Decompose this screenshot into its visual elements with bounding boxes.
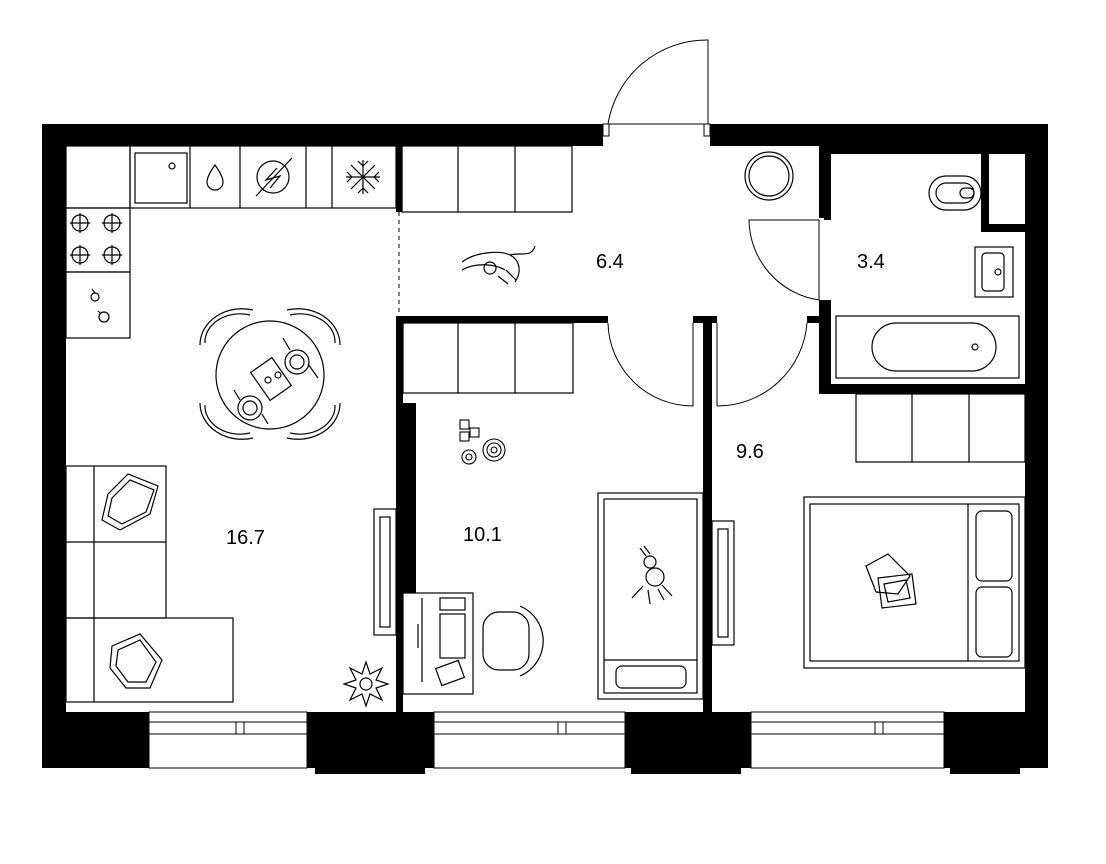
snowflake-icon [346,160,380,194]
child-radiator [711,520,735,646]
area-label-bedroom: 9.6 [736,441,764,463]
child-wardrobe [402,322,574,394]
bathtub [835,315,1020,379]
cat-icon [461,245,536,285]
area-label-bathroom: 3.4 [857,251,885,273]
stove-icon [70,213,122,265]
area-label-kitchen-living: 16.7 [226,527,265,549]
plant-icon [342,660,390,708]
teddy-icon [631,545,673,605]
bathroom-sink [974,246,1014,298]
sofa [65,465,234,703]
walls [42,124,1048,774]
child-bed [597,492,704,700]
toilet [928,175,982,211]
doors [602,39,820,407]
radiator [373,508,397,636]
toys-icon [459,419,506,465]
lightning-icon [255,157,293,197]
water-drop-icon [206,163,224,191]
area-label-hallway: 6.4 [596,251,624,273]
area-label-children-room: 10.1 [463,524,502,546]
kitchen-counter [65,145,397,339]
desk [402,592,474,695]
hall-wardrobe [401,145,573,213]
chair [482,605,544,677]
bedroom-wardrobe [855,393,1026,463]
windows [148,711,945,769]
kettle-icon [90,288,110,323]
hall-mirror [744,151,794,201]
dining-table [199,308,341,440]
double-bed [803,496,1026,669]
sink-icon [134,152,188,204]
